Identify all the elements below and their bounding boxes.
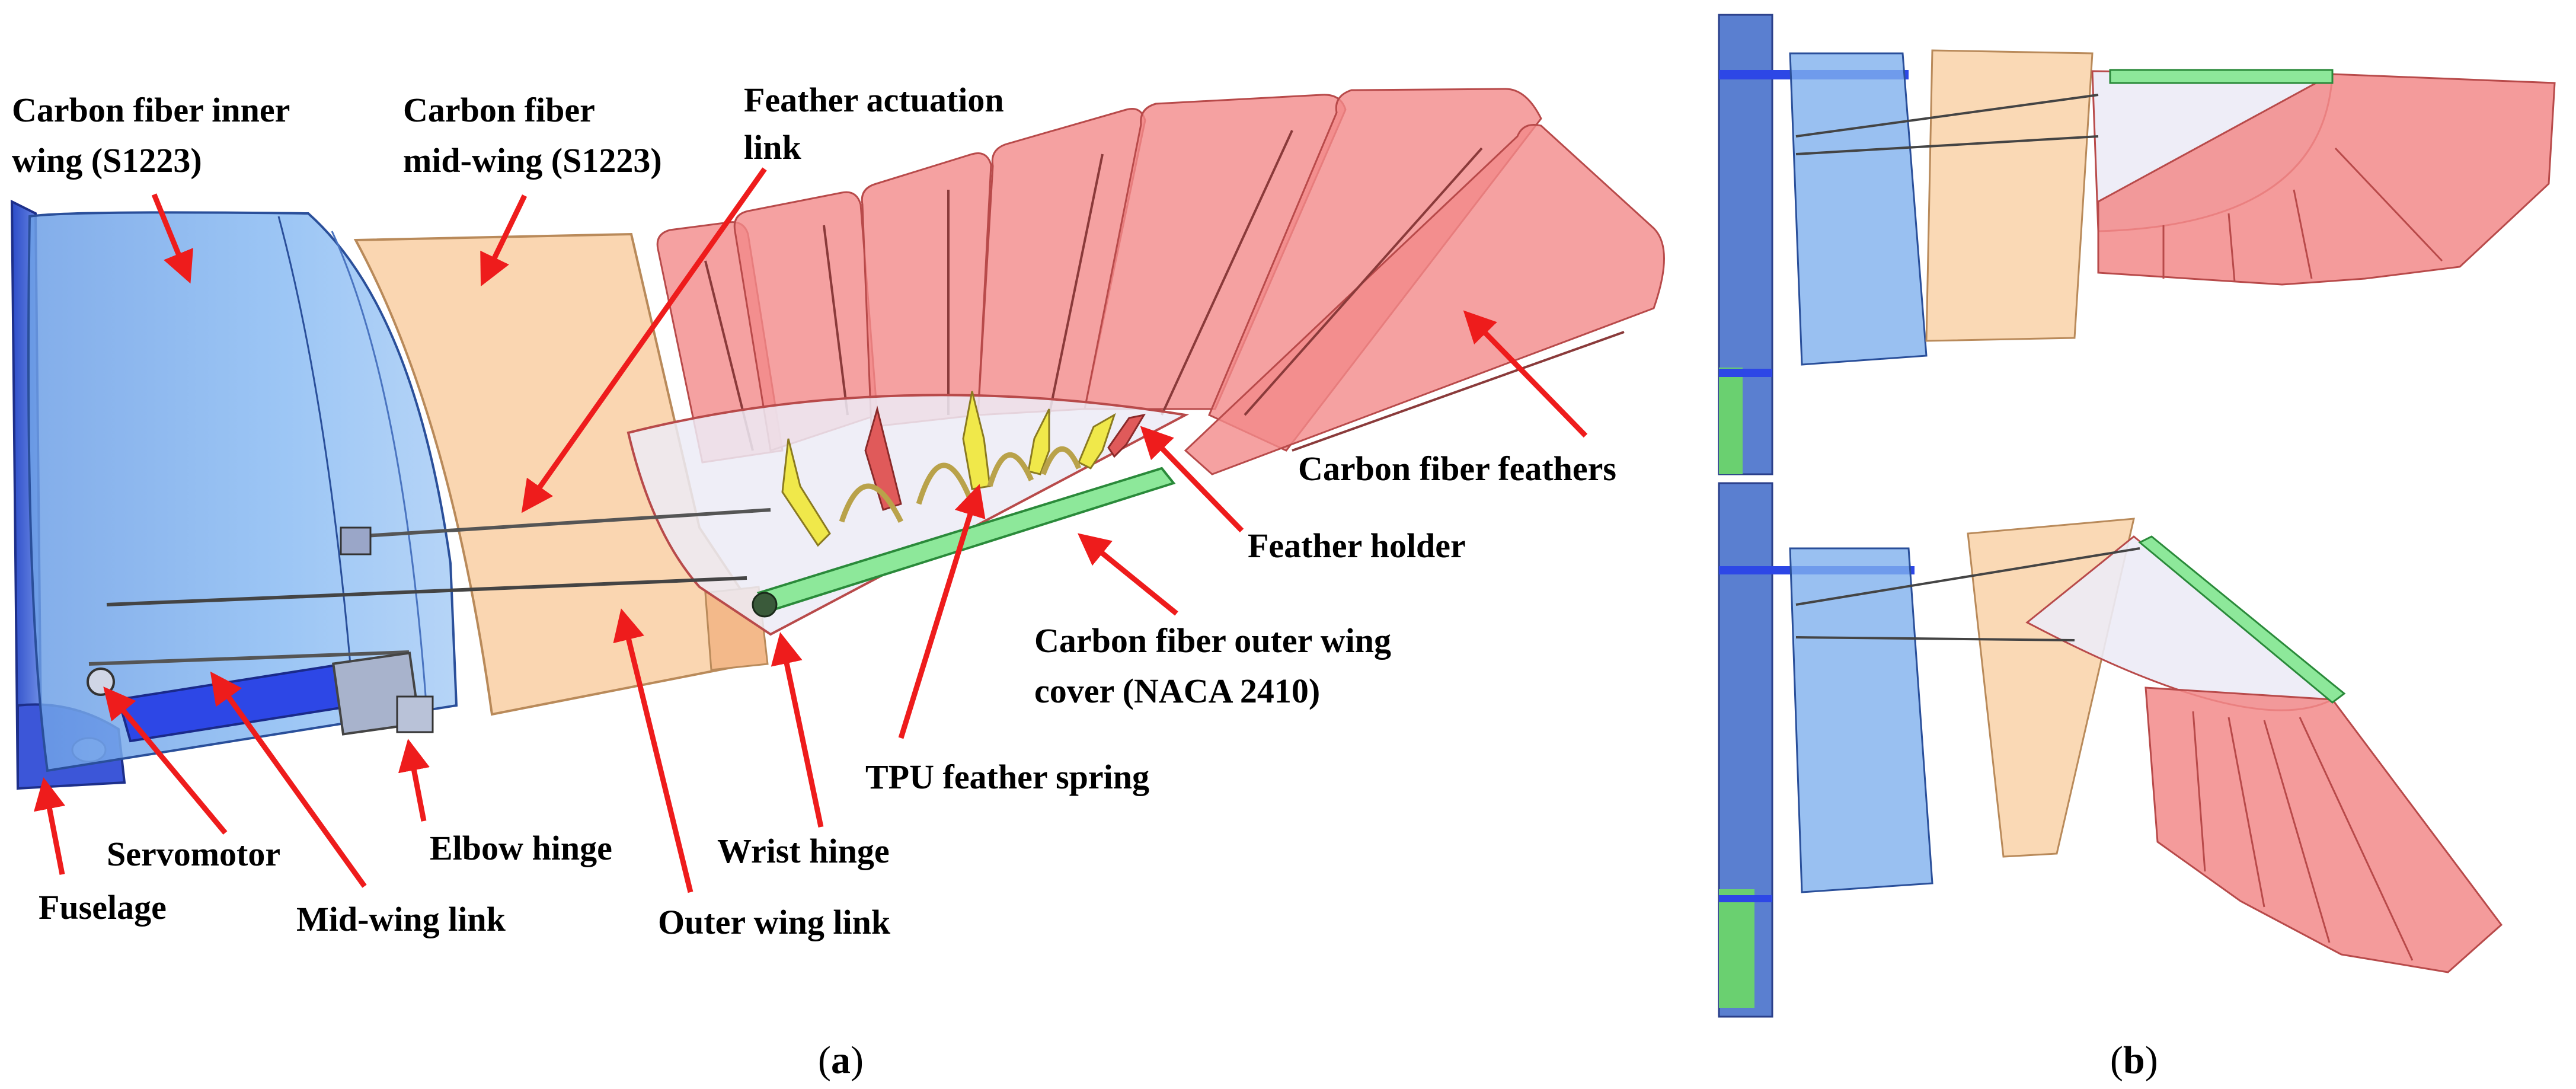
label-outer-cover-1: Carbon fiber outer wing <box>1034 621 1391 660</box>
caption-b-close: ) <box>2145 1039 2158 1082</box>
feather-edge <box>2192 711 2206 872</box>
feathers <box>656 88 1665 475</box>
arrow-wrist-hinge <box>771 632 824 828</box>
mid-wing-link-rod <box>88 650 410 666</box>
feather-holder <box>1078 413 1116 470</box>
outer-wing-link <box>106 576 747 606</box>
feathers-fan <box>2144 686 2503 973</box>
caption-a-close: ) <box>851 1039 864 1082</box>
label-inner-wing-2: wing (S1223) <box>12 141 202 180</box>
linkage-rod <box>1795 636 2075 641</box>
feather-holder <box>781 438 831 547</box>
mid-wing <box>1925 49 2094 342</box>
feather-holder <box>1027 408 1050 475</box>
label-mid-wing-1: Carbon fiber <box>403 91 595 129</box>
arrow-servomotor <box>103 686 228 835</box>
feather-rod <box>1244 147 1483 416</box>
feather <box>1184 124 1665 475</box>
label-outer-cover-2: cover (NACA 2410) <box>1034 672 1320 710</box>
label-servomotor: Servomotor <box>107 835 280 873</box>
arrow-fuselage <box>34 777 66 875</box>
inner-wing <box>1789 52 1928 366</box>
label-feathers: Carbon fiber feathers <box>1298 449 1616 488</box>
label-feather-link-2: link <box>744 128 801 167</box>
inner-wing <box>27 211 458 772</box>
inner-wing-rib <box>277 216 357 730</box>
label-mid-wing-link: Mid-wing link <box>296 900 506 938</box>
label-fuselage: Fuselage <box>39 888 167 927</box>
label-tpu-spring: TPU feather spring <box>865 758 1149 796</box>
label-feather-holder: Feather holder <box>1248 526 1466 565</box>
fuselage-detail <box>1719 889 1754 1008</box>
feather-rod <box>823 225 849 416</box>
arrow-feathers <box>1463 310 1588 438</box>
tpu-spring <box>839 483 904 523</box>
linkage-rod <box>1795 135 2099 155</box>
arrow-mid-wing-link <box>210 671 367 888</box>
spar-band <box>1719 369 1772 377</box>
tpu-spring <box>1040 446 1082 475</box>
panel-b-folded-view <box>1718 482 2503 1018</box>
inner-wing <box>1789 547 1933 893</box>
label-wrist-hinge: Wrist hinge <box>717 832 890 870</box>
arrow-tpu-spring <box>898 484 986 739</box>
label-mid-wing-2: mid-wing (S1223) <box>403 141 662 180</box>
feather-edge <box>2299 717 2414 961</box>
label-outer-wing-link: Outer wing link <box>658 903 891 941</box>
feather-edge <box>2293 189 2313 279</box>
arrow-inner-wing <box>151 193 193 284</box>
caption-b-open: ( <box>2110 1039 2123 1082</box>
panel-b-extended-view <box>1718 14 2556 475</box>
feather-actuation-link <box>355 508 771 538</box>
feather-rod <box>1048 154 1104 416</box>
label-elbow-hinge: Elbow hinge <box>430 829 612 867</box>
feather <box>861 152 992 428</box>
arrow-elbow-hinge <box>398 739 430 822</box>
caption-a: (a) <box>818 1039 864 1082</box>
label-feather-link-1: Feather actuation <box>744 81 1004 119</box>
feathers-fan <box>2097 73 2556 286</box>
annotation-arrows <box>34 167 1588 893</box>
spar-band <box>1719 895 1772 902</box>
feather-edge <box>2334 147 2443 262</box>
feather-holders <box>781 391 1146 547</box>
inner-wing-rib <box>331 231 428 712</box>
outer-wing-spar <box>2109 69 2334 84</box>
tpu-spring <box>987 452 1034 487</box>
outer-wing-spar <box>2138 535 2346 704</box>
caption-a-letter: a <box>831 1039 851 1082</box>
arrow-feather-link <box>521 167 767 513</box>
elbow-hinge-block <box>396 695 434 733</box>
feather-edge <box>2227 213 2236 282</box>
mid-wing <box>353 232 766 716</box>
feather-edge <box>2227 717 2265 908</box>
feather-holder <box>1107 413 1146 458</box>
feather <box>733 191 878 452</box>
arrow-outer-cover <box>1078 533 1178 616</box>
arrow-mid-wing <box>480 194 528 287</box>
panel-a-wing-model <box>10 88 1665 790</box>
arrow-outer-wing-link <box>613 608 693 893</box>
wrist-hinge-pin <box>752 592 778 618</box>
caption-b: (b) <box>2110 1039 2158 1082</box>
labels: Carbon fiber inner wing (S1223) Carbon f… <box>12 81 1616 941</box>
linkage-rod <box>1795 547 2140 606</box>
caption-a-open: ( <box>818 1039 831 1082</box>
fuselage-detail <box>1719 368 1743 474</box>
linkage-rod <box>1795 94 2099 138</box>
feather-rod <box>1292 331 1625 452</box>
arrow-feather-holder <box>1140 426 1244 533</box>
label-inner-wing-1: Carbon fiber inner <box>12 91 290 129</box>
feather-edge <box>2263 720 2331 943</box>
caption-b-letter: b <box>2123 1039 2145 1082</box>
feather-rod <box>1161 130 1293 416</box>
link-block <box>340 526 372 555</box>
